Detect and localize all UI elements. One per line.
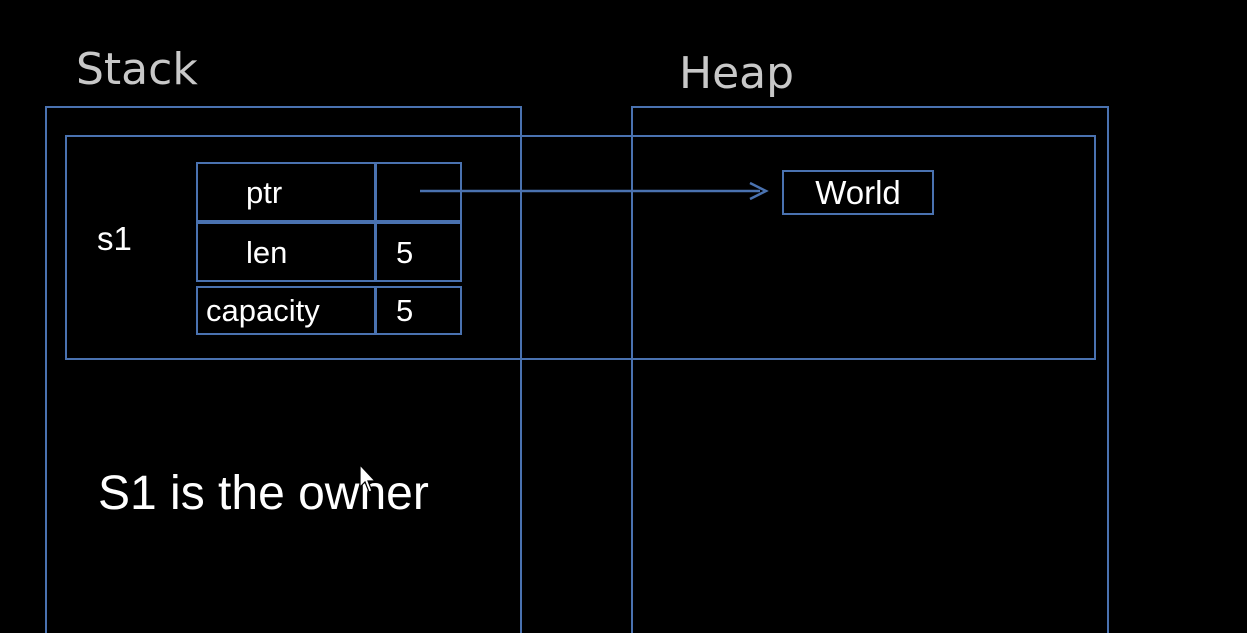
heap-string-value: World [782, 170, 934, 215]
heap-region [631, 106, 1109, 633]
heap-title: Heap [679, 48, 795, 99]
variable-frame [65, 135, 1096, 360]
caption-text: S1 is the owner [98, 467, 429, 520]
field-capacity: capacity [196, 286, 377, 335]
value-len: 5 [374, 222, 462, 282]
field-ptr: ptr [196, 162, 377, 222]
field-len: len [196, 222, 377, 282]
mouse-pointer-icon [359, 464, 377, 493]
variable-name-label: s1 [97, 220, 132, 257]
stack-region [45, 106, 522, 633]
value-capacity: 5 [374, 286, 462, 335]
stack-title: Stack [76, 44, 198, 95]
